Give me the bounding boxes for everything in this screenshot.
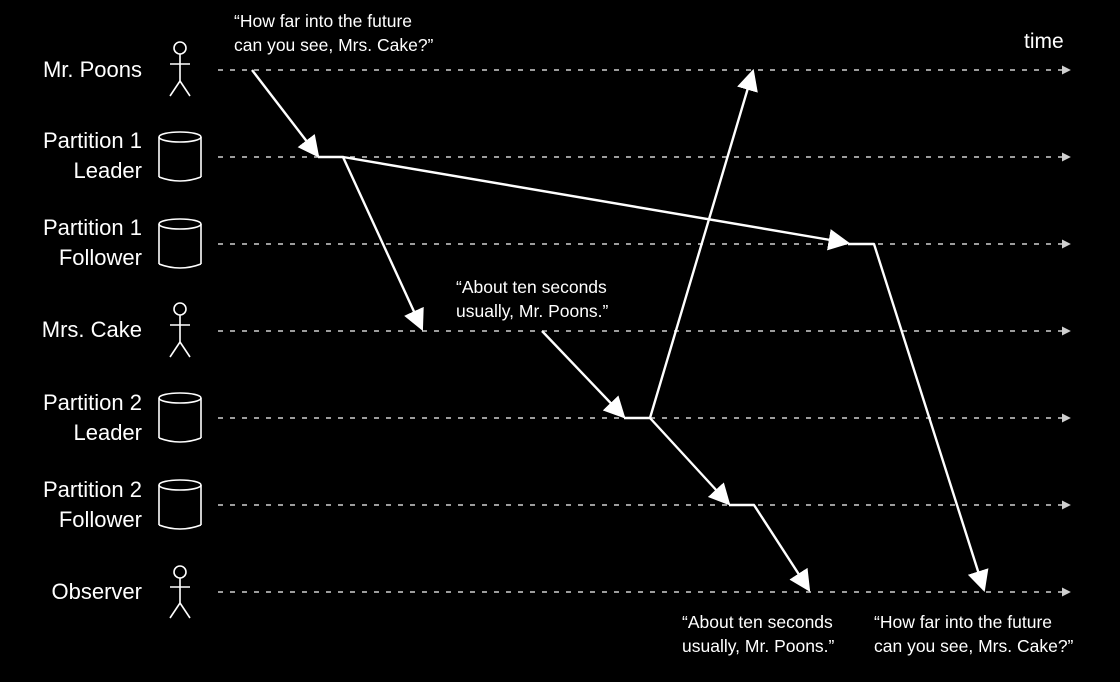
- arrow-poons-to-p1-leader: [251, 69, 320, 158]
- lane-label-line: Partition 2: [42, 390, 142, 415]
- lane-label-partition-2-leader: Partition 2 Leader: [0, 388, 142, 448]
- arrow-p1-leader-to-p1-follower: [342, 155, 851, 251]
- arrow-p2-leader-to-p2-follower: [649, 417, 731, 506]
- lane-label-line: Partition 1: [42, 128, 142, 153]
- message-arrows: [251, 68, 989, 593]
- database-icon-partition-1-leader: [158, 131, 202, 182]
- database-icon-partition-2-leader: [158, 392, 202, 443]
- quote-line: “About ten seconds: [682, 612, 833, 632]
- arrow-p1-leader-to-mrs-cake: [318, 155, 424, 331]
- lane-label-mr-poons: Mr. Poons: [0, 55, 142, 85]
- lane-label-line: Leader: [73, 420, 142, 445]
- arrow-cake-to-p2-leader: [541, 330, 626, 419]
- quote-line: can you see, Mrs. Cake?”: [874, 636, 1074, 656]
- person-icon-mr-poons: [169, 41, 191, 97]
- lane-label-observer: Observer: [0, 577, 142, 607]
- lane-label-line: Observer: [51, 579, 142, 604]
- person-icon-observer: [169, 565, 191, 619]
- lane-label-partition-1-leader: Partition 1 Leader: [0, 126, 142, 186]
- lane-label-line: Partition 1: [42, 215, 142, 240]
- lane-label-mrs-cake: Mrs. Cake: [0, 315, 142, 345]
- database-icon-partition-2-follower: [158, 479, 202, 530]
- quote-line: can you see, Mrs. Cake?”: [234, 35, 434, 55]
- quote-cake-answer: “About ten seconds usually, Mr. Poons.”: [456, 275, 608, 323]
- lane-label-line: Partition 2: [42, 477, 142, 502]
- lane-label-line: Leader: [73, 158, 142, 183]
- lane-label-line: Mrs. Cake: [41, 317, 142, 342]
- quote-line: “How far into the future: [234, 11, 412, 31]
- arrow-p2-follower-to-observer: [729, 503, 811, 592]
- lane-label-line: Follower: [58, 245, 142, 270]
- quote-line: usually, Mr. Poons.”: [456, 301, 609, 321]
- quote-poons-question: “How far into the future can you see, Mr…: [234, 9, 433, 57]
- arrow-p1-follower-to-observer: [848, 242, 989, 593]
- database-icon-partition-1-follower: [158, 218, 202, 269]
- time-axis-label: time: [1024, 30, 1064, 53]
- quote-observer-answer: “About ten seconds usually, Mr. Poons.”: [682, 610, 834, 658]
- quote-line: “How far into the future: [874, 612, 1052, 632]
- person-icon-mrs-cake: [169, 302, 191, 358]
- quote-line: “About ten seconds: [456, 277, 607, 297]
- lane-label-line: Follower: [58, 507, 142, 532]
- lane-label-partition-1-follower: Partition 1 Follower: [0, 213, 142, 273]
- lane-label-partition-2-follower: Partition 2 Follower: [0, 475, 142, 535]
- quote-observer-question: “How far into the future can you see, Mr…: [874, 610, 1073, 658]
- quote-line: usually, Mr. Poons.”: [682, 636, 835, 656]
- lane-label-line: Mr. Poons: [42, 57, 142, 82]
- lane-timelines: [218, 65, 1071, 597]
